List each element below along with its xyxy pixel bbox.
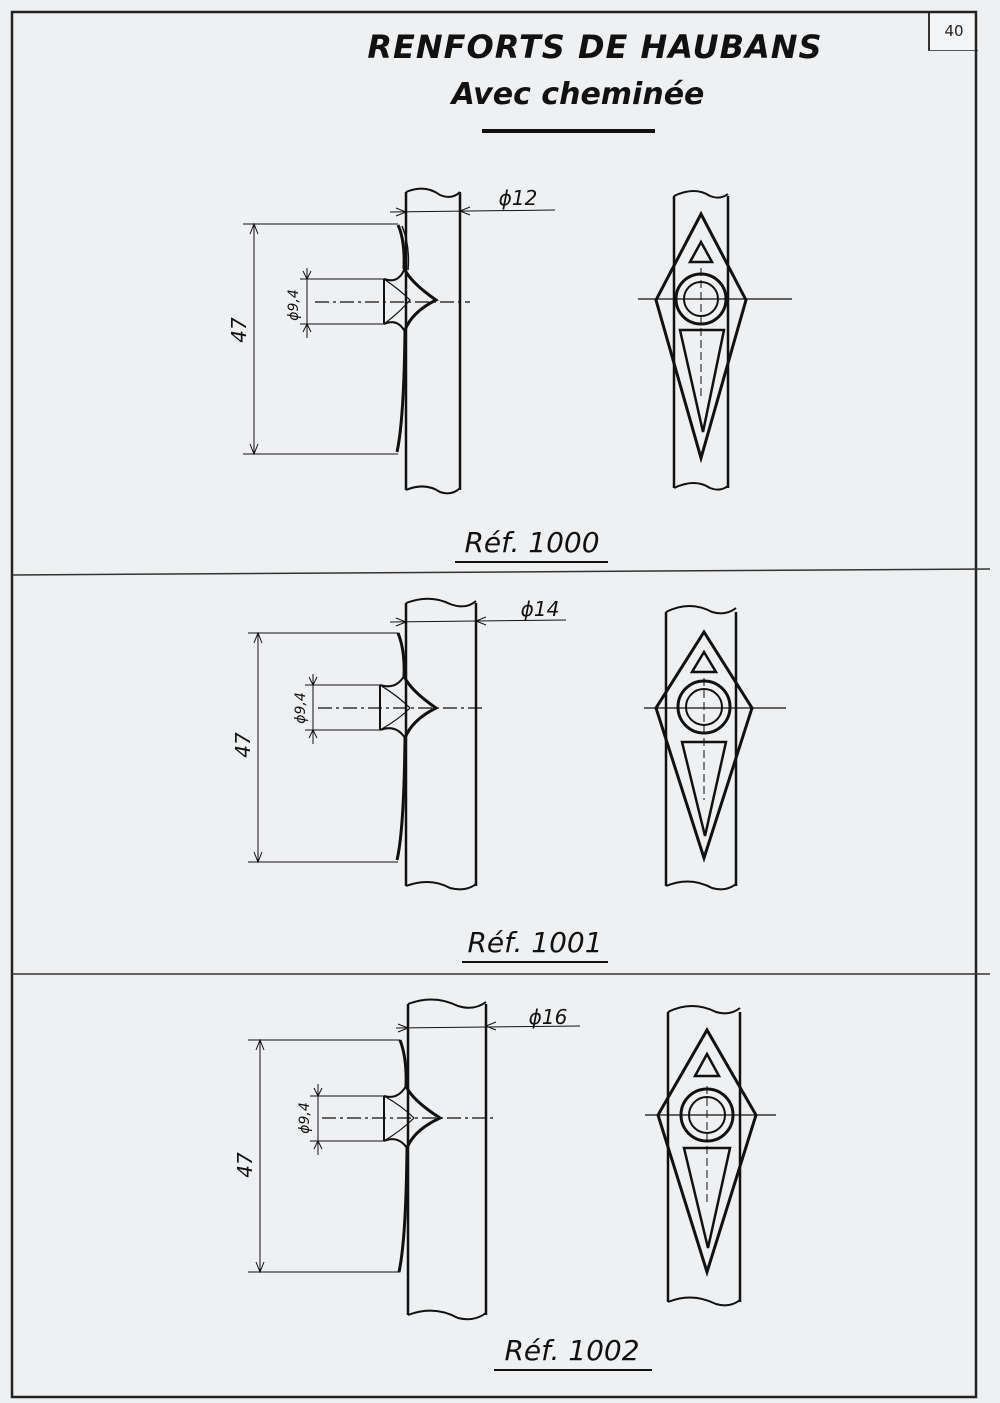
height-label: 47 <box>227 317 251 343</box>
reference-label: Réf. 1002 <box>504 1334 639 1367</box>
drawing-title: RENFORTS DE HAUBANS <box>367 28 822 66</box>
height-label: 47 <box>233 1152 257 1178</box>
drawing-subtitle: Avec cheminée <box>450 77 705 112</box>
page-number: 40 <box>928 12 978 51</box>
tube-diameter-label: ϕ12 <box>499 186 538 210</box>
hole-diameter-label: ϕ9,4 <box>297 1102 313 1134</box>
reference-label: Réf. 1001 <box>467 926 602 959</box>
hole-diameter-label: ϕ9,4 <box>293 692 309 724</box>
page-frame <box>10 10 978 1399</box>
side-view: ϕ9,4 47 ϕ12 <box>227 186 556 495</box>
front-view <box>638 190 792 491</box>
section-divider-1 <box>11 568 991 576</box>
front-view <box>644 605 786 891</box>
side-view: ϕ9,4 47 ϕ16 <box>233 998 581 1321</box>
hole-diameter-label: ϕ9,4 <box>286 289 302 321</box>
side-view: ϕ9,4 47 ϕ14 <box>231 597 567 891</box>
drawing-ref-1002: ϕ9,4 47 ϕ16 Réf. 1002 <box>233 998 776 1371</box>
reference-label: Réf. 1000 <box>464 526 599 559</box>
height-label: 47 <box>231 732 255 758</box>
drawing-ref-1000: ϕ9,4 47 ϕ12 Réf. 1000 <box>227 186 792 563</box>
tube-diameter-label: ϕ16 <box>529 1005 568 1029</box>
tube-diameter-label: ϕ14 <box>521 597 560 621</box>
front-view <box>645 1005 776 1307</box>
drawing-ref-1001: ϕ9,4 47 ϕ14 Réf. 1001 <box>231 597 786 963</box>
